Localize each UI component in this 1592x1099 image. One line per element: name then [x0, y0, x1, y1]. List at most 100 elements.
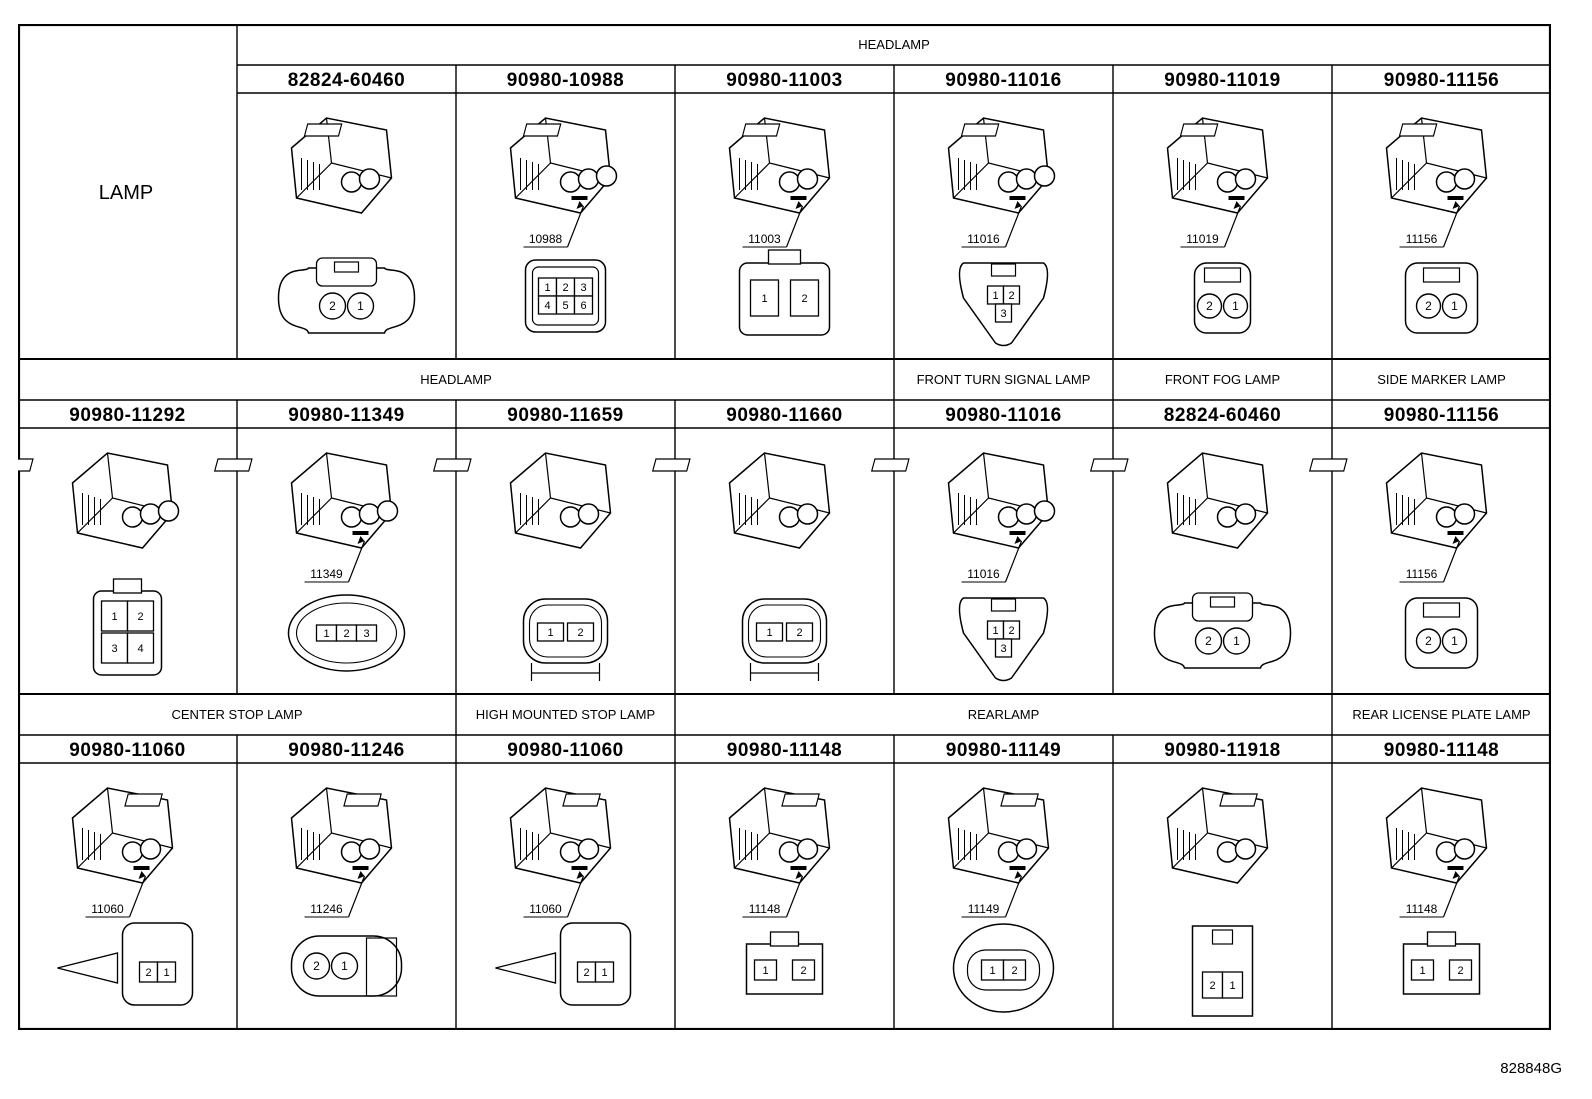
connector-iso-view: 11149: [781, 787, 1050, 918]
pin-number: 1: [547, 627, 553, 639]
part-marking: [1009, 196, 1026, 200]
retainer-clip: [749, 663, 820, 681]
pin-number: 2: [796, 627, 802, 639]
pin-number: 1: [992, 290, 998, 302]
connector-iso-view: 11349: [213, 452, 399, 583]
lock-tab: [365, 937, 398, 997]
latch: [1398, 123, 1438, 137]
part-number: 90980-11349: [288, 405, 404, 426]
latch: [303, 123, 343, 137]
connector-iso-view: [1000, 787, 1269, 884]
pin-cavity: [753, 959, 778, 981]
pin-cavity: [791, 959, 816, 981]
part-number: 90980-11149: [946, 740, 1061, 761]
mounting-clip: [57, 952, 119, 984]
callout-leader: [1004, 875, 1023, 918]
pin-cavity: [346, 292, 375, 320]
group-label: REARLAMP: [968, 707, 1040, 722]
part-number: 82824-60460: [1164, 405, 1282, 426]
face-outline: [1404, 597, 1479, 669]
pin-number: 2: [1008, 625, 1014, 637]
group-label: REAR LICENSE PLATE LAMP: [1352, 707, 1530, 722]
face-inner: [747, 604, 822, 658]
group-label: SIDE MARKER LAMP: [1377, 372, 1506, 387]
group-label: HEADLAMP: [858, 37, 930, 52]
latch: [522, 123, 562, 137]
pin-number: 3: [1000, 643, 1006, 655]
pin-number: 3: [111, 643, 117, 655]
pin-cavity: [1222, 627, 1251, 655]
latch: [1308, 458, 1348, 472]
terminal-cavity: [577, 503, 600, 525]
callout-leader: [1442, 875, 1461, 918]
part-marking: [571, 196, 588, 200]
callout-leader: [347, 540, 366, 583]
callout-label: 11156: [1406, 232, 1438, 246]
part-marking: [352, 866, 369, 870]
connector-iso-view: [290, 117, 393, 214]
pin-cavity: [1441, 293, 1468, 319]
latch: [870, 458, 910, 472]
pin-number: 2: [1008, 290, 1014, 302]
callout-leader: [1004, 205, 1023, 248]
pin-cavity: [785, 622, 814, 642]
latch: [767, 249, 802, 265]
terminal-cavity: [997, 841, 1020, 863]
part-number: 90980-11148: [727, 740, 842, 761]
terminal-cavity: [796, 503, 819, 525]
pin-number: 2: [1011, 965, 1017, 977]
pin-number: 2: [1425, 299, 1432, 313]
latch: [1089, 458, 1129, 472]
latch: [1179, 123, 1219, 137]
pin-number: 1: [1229, 980, 1235, 992]
latch: [1211, 929, 1234, 945]
terminal-cavity: [796, 838, 819, 860]
callout-arrowhead: [138, 871, 146, 879]
connector-iso-view: 11246: [124, 787, 393, 918]
pin-cavity: [573, 295, 594, 315]
pin-number: 5: [562, 300, 568, 312]
part-number: 90980-11060: [507, 740, 623, 761]
latch: [960, 123, 1000, 137]
side-label: LAMP: [99, 182, 153, 204]
pin-cavity: [594, 961, 615, 983]
part-marking: [790, 196, 807, 200]
pin-number: 1: [601, 967, 607, 979]
terminal-cavity: [1015, 838, 1038, 860]
pin-number: 2: [1457, 965, 1463, 977]
callout-leader: [566, 875, 585, 918]
pin-number: 2: [577, 627, 583, 639]
part-marking: [790, 866, 807, 870]
pin-number: 2: [562, 282, 568, 294]
terminal-cavity: [1234, 503, 1257, 525]
pin-cavity: [318, 292, 347, 320]
callout-arrowhead: [795, 201, 803, 209]
part-number: 82824-60460: [288, 70, 406, 91]
callout-arrowhead: [576, 871, 584, 879]
terminal-cavity: [577, 168, 600, 190]
callout-leader: [1442, 205, 1461, 248]
callout-label: 11003: [748, 232, 781, 246]
face-inner: [531, 266, 600, 326]
pin-cavity: [355, 624, 378, 642]
latch: [1203, 267, 1242, 283]
pin-number: 1: [323, 628, 329, 640]
connector-iso-view: 11148: [562, 787, 831, 918]
terminal-cavity: [1435, 171, 1458, 193]
terminal-cavity: [121, 841, 144, 863]
callout-arrowhead: [1452, 201, 1460, 209]
face-outline: [1404, 262, 1479, 334]
callout-leader: [128, 875, 147, 918]
pin-cavity: [302, 952, 331, 980]
latch: [18, 458, 34, 472]
